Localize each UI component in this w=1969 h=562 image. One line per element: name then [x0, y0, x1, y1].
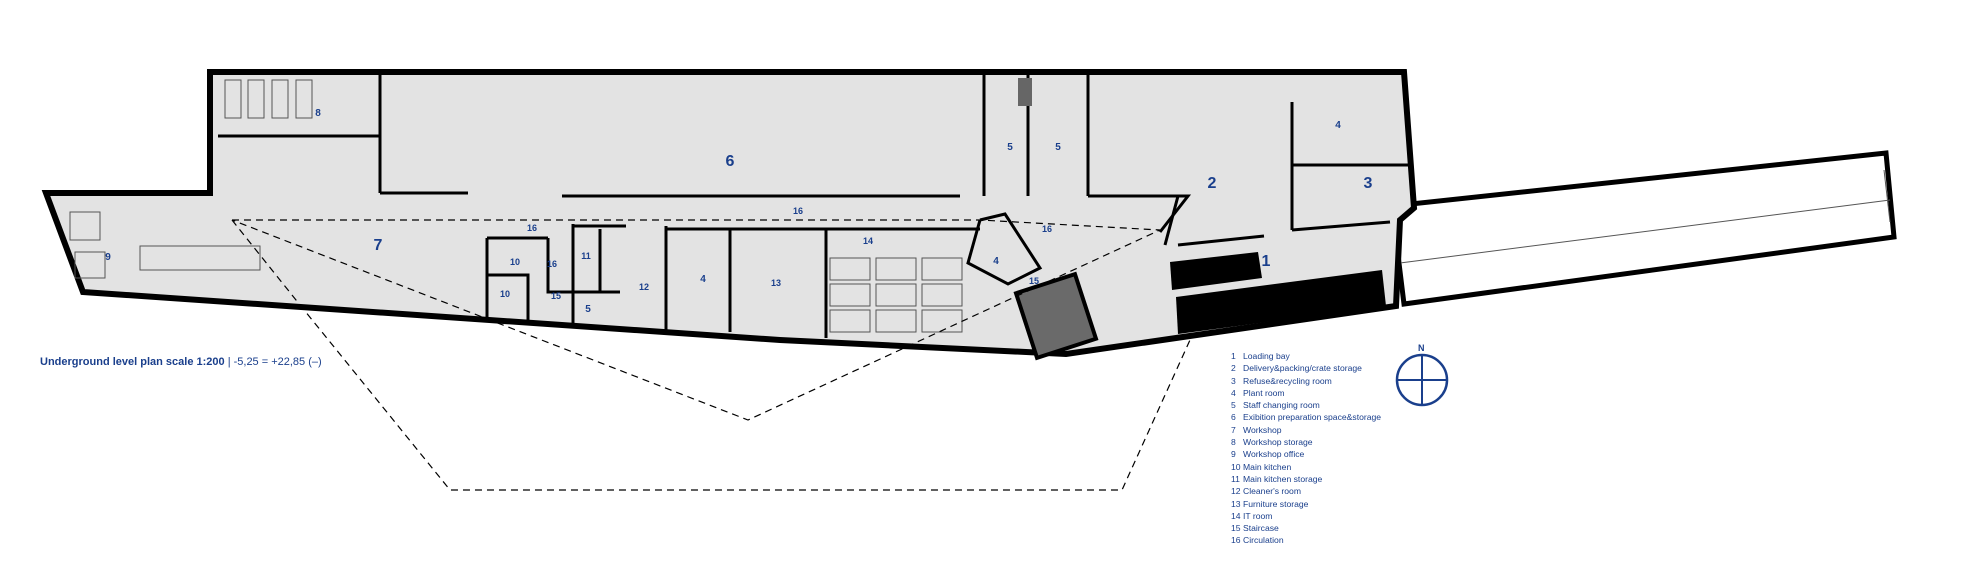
- legend-item: 5 Staff changing room: [1231, 399, 1381, 411]
- room-label-15-staircase-a: 15: [551, 291, 561, 301]
- plan-title-main: Underground level plan scale 1:200: [40, 356, 225, 368]
- legend-number: 13: [1231, 498, 1241, 509]
- legend-label: Furniture storage: [1243, 498, 1309, 509]
- legend-number: 15: [1231, 523, 1241, 534]
- overhead-outline-2: [231, 219, 1161, 421]
- room-label-10-main-kitchen-b: 10: [500, 289, 510, 299]
- legend-number: 1: [1231, 351, 1236, 361]
- legend-label: IT room: [1243, 510, 1273, 521]
- room-label-2-delivery: 2: [1208, 175, 1217, 192]
- legend-label: Refuse&recycling room: [1243, 375, 1332, 386]
- north-arrow-icon: N: [1395, 343, 1449, 407]
- room-label-9-workshop-office: 9: [105, 252, 111, 263]
- plan-title-levels: | -5,25 = +22,85 (–): [227, 356, 322, 368]
- legend-label: Exibition preparation space&storage: [1243, 412, 1382, 423]
- legend-number: 10: [1231, 461, 1241, 472]
- legend-item: 6 Exibition preparation space&storage: [1231, 411, 1381, 423]
- room-label-16-circulation-b: 16: [527, 223, 537, 233]
- legend-item: 9 Workshop office: [1231, 448, 1381, 460]
- overhead-outline: [231, 219, 1191, 491]
- room-label-4-plant-room-b: 4: [993, 256, 999, 267]
- plan-title: Underground level plan scale 1:200 | -5,…: [40, 356, 322, 368]
- room-label-14-it-room: 14: [863, 236, 873, 246]
- legend-label: Staff changing room: [1243, 400, 1320, 411]
- legend-number: 4: [1231, 387, 1236, 398]
- legend-label: Plant room: [1243, 387, 1285, 398]
- room-label-12-cleaners-room: 12: [639, 282, 649, 292]
- room-label-13-furniture-storage: 13: [771, 278, 781, 288]
- room-label-5-changing-c: 5: [585, 304, 591, 315]
- legend-number: 16: [1231, 535, 1241, 546]
- legend-label: Circulation: [1243, 535, 1284, 546]
- legend-item: 8 Workshop storage: [1231, 436, 1381, 448]
- room-label-8-workshop-storage: 8: [315, 108, 321, 119]
- legend-label: Delivery&packing/crate storage: [1243, 363, 1362, 374]
- room-label-16-circulation-c: 16: [547, 259, 557, 269]
- legend-item: 1 Loading bay: [1231, 350, 1381, 362]
- room-label-7-workshop: 7: [374, 237, 383, 254]
- room-label-6-exhibition-prep: 6: [726, 153, 735, 170]
- legend-number: 7: [1231, 424, 1236, 435]
- room-label-11-kitchen-storage: 11: [581, 251, 591, 261]
- room-legend: 1 Loading bay 2 Delivery&packing/crate stor…: [1231, 350, 1381, 547]
- legend-number: 2: [1231, 363, 1236, 374]
- legend-label: Workshop: [1243, 424, 1282, 435]
- legend-number: 9: [1231, 449, 1236, 460]
- room-label-5-changing-a: 5: [1007, 142, 1013, 153]
- access-ramp: [1389, 150, 1897, 307]
- legend-item: 7 Workshop: [1231, 424, 1381, 436]
- room-label-3-refuse: 3: [1364, 175, 1373, 192]
- legend-label: Main kitchen: [1243, 461, 1292, 472]
- room-label-16-circulation-d: 16: [1042, 224, 1052, 234]
- legend-number: 11: [1231, 473, 1240, 484]
- room-label-4-plant-room-a: 4: [700, 274, 706, 285]
- legend-item: 4 Plant room: [1231, 387, 1381, 399]
- furniture: [69, 78, 1032, 333]
- legend-item: 3 Refuse&recycling room: [1231, 375, 1381, 387]
- compass-label: N: [1418, 343, 1425, 353]
- legend-label: Staircase: [1243, 523, 1279, 534]
- legend-number: 6: [1231, 412, 1236, 423]
- legend-number: 14: [1231, 510, 1241, 521]
- room-label-5-changing-b: 5: [1055, 142, 1061, 153]
- legend-number: 12: [1231, 486, 1241, 497]
- legend-label: Main kitchen storage: [1243, 473, 1323, 484]
- legend-number: 3: [1231, 375, 1236, 386]
- room-label-4-plant-room-ne: 4: [1335, 120, 1341, 131]
- room-label-15-staircase-b: 15: [1029, 276, 1039, 286]
- legend-label: Workshop office: [1243, 449, 1305, 460]
- legend-label: Loading bay: [1243, 351, 1290, 361]
- room-label-1-loading-bay: 1: [1262, 253, 1271, 270]
- room-label-10-main-kitchen-a: 10: [510, 257, 520, 267]
- legend-number: 5: [1231, 400, 1236, 411]
- legend-item: 2 Delivery&packing/crate storage: [1231, 362, 1381, 374]
- interior-walls: [218, 74, 1412, 361]
- room-label-16-circulation-a: 16: [793, 206, 803, 216]
- legend-number: 8: [1231, 437, 1236, 448]
- legend-label: Workshop storage: [1243, 437, 1313, 448]
- legend-label: Cleaner's room: [1243, 486, 1301, 497]
- delivery-trucks: [1170, 252, 1386, 334]
